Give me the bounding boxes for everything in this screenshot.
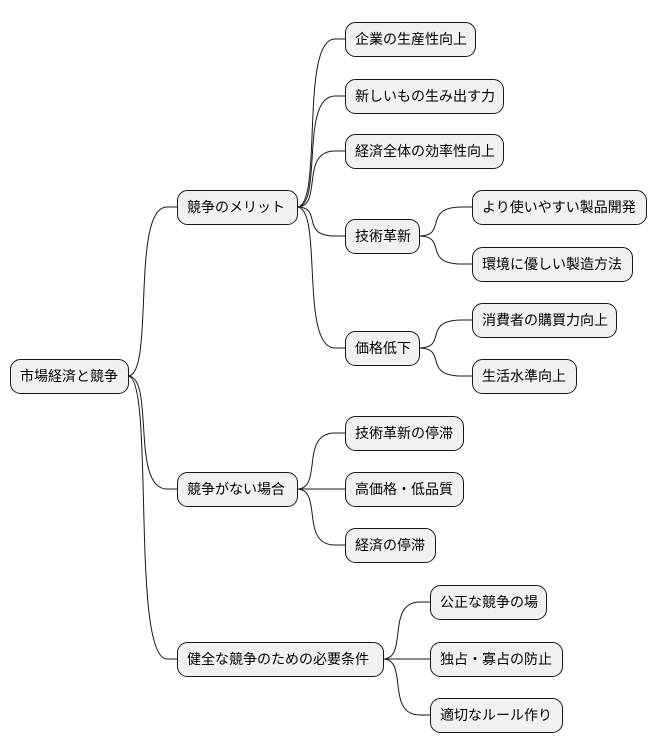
node-label: 公正な競争の場	[440, 595, 538, 611]
mindmap-node: 経済全体の効率性向上	[345, 134, 504, 169]
node-box	[345, 79, 504, 114]
edge-connector	[382, 601, 430, 660]
edge-connector	[418, 347, 472, 377]
node-box	[177, 190, 298, 225]
mindmap-node: 環境に優しい製造方法	[472, 247, 633, 282]
edge-connector	[296, 206, 345, 349]
mindmap-node: 経済の停滞	[345, 528, 436, 563]
mindmap-node: 市場経済と競争	[10, 359, 129, 394]
node-box	[345, 416, 464, 451]
node-box	[345, 219, 420, 254]
node-label: 競争がない場合	[187, 482, 285, 498]
node-box	[472, 190, 647, 225]
mindmap-node: 技術革新の停滞	[345, 416, 464, 451]
node-label: 高価格・低品質	[355, 481, 453, 498]
node-box	[177, 642, 384, 677]
node-box	[472, 359, 577, 394]
node-label: 技術革新	[355, 229, 411, 245]
node-box	[10, 359, 129, 394]
edge-connector	[296, 95, 345, 208]
node-label: 環境に優しい製造方法	[482, 257, 622, 273]
node-box	[430, 585, 547, 620]
node-label: 市場経済と競争	[20, 368, 118, 385]
node-box	[430, 698, 563, 733]
edge-connector	[418, 319, 472, 349]
mindmap-node: 価格低下	[345, 331, 420, 366]
node-label: 健全な競争のための必要条件	[187, 651, 369, 668]
mindmap-node: 公正な競争の場	[430, 585, 547, 620]
mindmap-node: 高価格・低品質	[345, 472, 464, 507]
edge-connector	[296, 206, 345, 237]
mindmap-node: 競争のメリット	[177, 190, 298, 225]
node-label: 生活水準向上	[482, 369, 566, 385]
node-box	[345, 134, 504, 169]
mindmap-node: 新しいもの生み出す力	[345, 79, 504, 114]
node-label: 新しいもの生み出す力	[355, 89, 495, 105]
node-label: 価格低下	[355, 341, 411, 357]
node-label: 適切なルール作り	[440, 707, 552, 724]
edge-connector	[127, 206, 177, 377]
edges	[127, 38, 472, 716]
mindmap-node: 企業の生産性向上	[345, 22, 476, 57]
node-box	[177, 472, 298, 507]
edge-connector	[382, 658, 430, 716]
node-box	[345, 22, 476, 57]
node-label: 技術革新の停滞	[355, 425, 453, 442]
node-label: 消費者の購買力向上	[482, 313, 608, 329]
node-box	[472, 303, 617, 338]
node-label: 経済全体の効率性向上	[355, 143, 495, 160]
edge-connector	[127, 375, 177, 490]
edge-connector	[296, 432, 345, 490]
node-box	[472, 247, 633, 282]
node-label: より使いやすい製品開発	[482, 199, 636, 216]
node-label: 企業の生産性向上	[355, 31, 467, 48]
edge-connector	[296, 150, 345, 208]
node-box	[430, 642, 563, 677]
node-box	[345, 331, 420, 366]
node-label: 競争のメリット	[187, 200, 285, 216]
mindmap-node: 生活水準向上	[472, 359, 577, 394]
mindmap-node: 競争がない場合	[177, 472, 298, 507]
mindmap-node: 健全な競争のための必要条件	[177, 642, 384, 677]
nodes: 市場経済と競争 競争のメリット 企業の生産性向上新しいもの生み出す力経済全体の効率性…	[10, 22, 647, 733]
edge-connector	[127, 375, 177, 660]
mindmap-node: 消費者の購買力向上	[472, 303, 617, 338]
mindmap-node: より使いやすい製品開発	[472, 190, 647, 225]
node-label: 経済の停滞	[355, 537, 425, 554]
edge-connector	[418, 206, 472, 237]
edge-connector	[418, 235, 472, 265]
mindmap-node: 技術革新	[345, 219, 420, 254]
edge-connector	[296, 488, 345, 546]
mindmap-node: 独占・寡占の防止	[430, 642, 563, 677]
edge-connector	[296, 38, 345, 208]
mindmap-node: 適切なルール作り	[430, 698, 563, 733]
node-label: 独占・寡占の防止	[440, 651, 552, 668]
node-box	[345, 528, 436, 563]
node-box	[345, 472, 464, 507]
